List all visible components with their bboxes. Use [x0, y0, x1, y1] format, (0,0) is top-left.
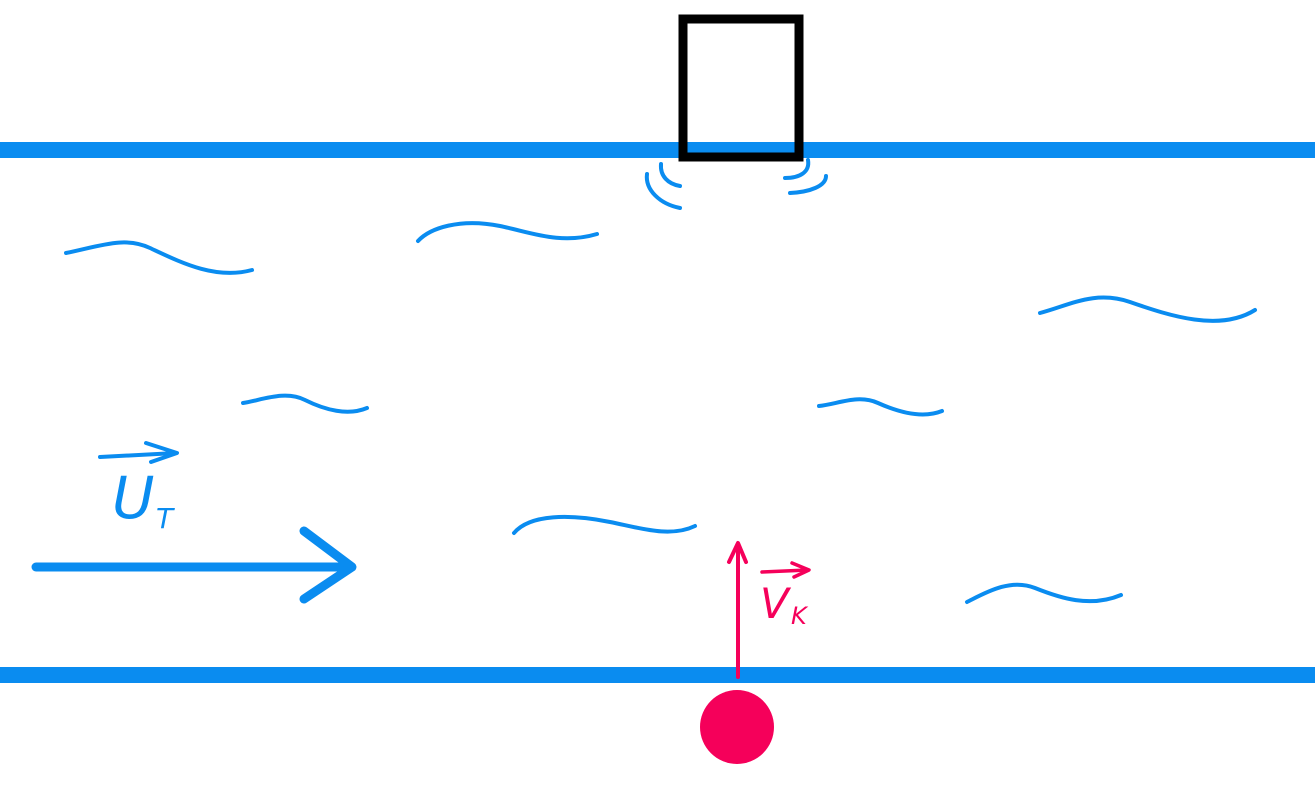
current-arrow-icon — [31, 526, 357, 604]
boat-icon — [678, 14, 804, 162]
vector-arrow-icon — [98, 441, 179, 464]
wave-stroke — [817, 397, 944, 417]
wave-stroke — [64, 240, 254, 275]
wave-stroke — [241, 393, 369, 414]
wave-stroke — [965, 582, 1123, 604]
current-velocity-letter: U — [112, 464, 154, 532]
ripple-left-inner — [658, 162, 682, 188]
ripple-right-inner — [783, 158, 811, 180]
swimmer-velocity-letter: V — [760, 579, 792, 628]
vector-arrow-icon — [760, 561, 811, 579]
wave-stroke — [512, 514, 697, 535]
bottom-riverbank-line — [0, 667, 1315, 683]
current-velocity-label: U T — [98, 441, 179, 535]
water-waves — [64, 158, 1257, 604]
swimmer-icon — [700, 690, 774, 764]
current-velocity-subscript: T — [156, 502, 175, 535]
swimmer-velocity-label: V K — [760, 561, 811, 630]
wave-stroke — [1038, 295, 1257, 323]
wave-stroke — [416, 221, 599, 243]
swimmer-arrow-icon — [727, 541, 748, 679]
swimmer-velocity-subscript: K — [791, 602, 809, 630]
ripple-left-outer — [644, 172, 682, 210]
ripple-right-outer — [788, 174, 828, 195]
top-riverbank-line — [0, 142, 1315, 158]
